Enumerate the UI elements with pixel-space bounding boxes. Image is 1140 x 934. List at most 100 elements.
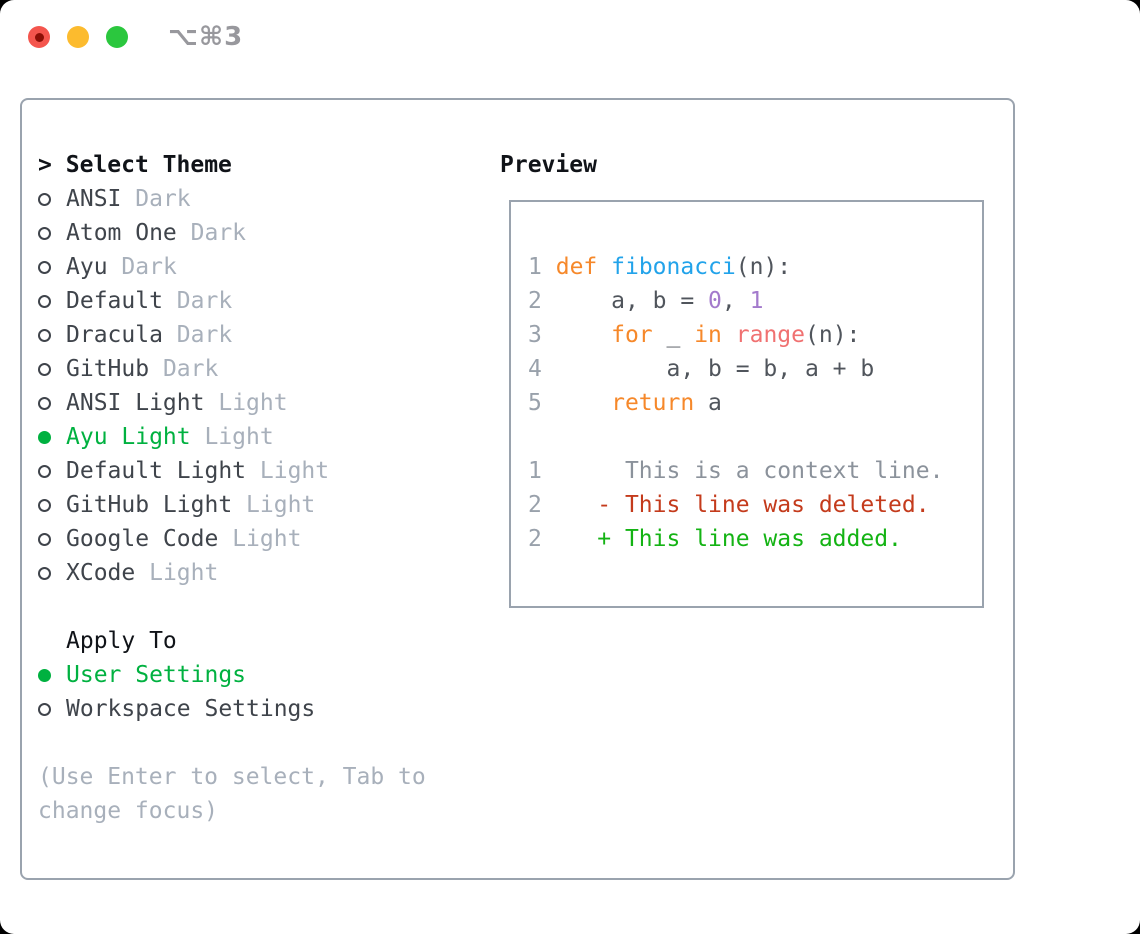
preview-line-5: 5 return a	[528, 386, 982, 420]
theme-name: Google Code	[66, 526, 219, 552]
theme-item-default[interactable]: Default Dark	[38, 284, 488, 318]
code-token	[556, 390, 611, 416]
apply-option-user-settings[interactable]: User Settings	[38, 658, 488, 692]
apply-to-heading: Apply To	[38, 624, 488, 658]
window-title: ⌥⌘3	[168, 22, 244, 52]
theme-name: Ayu Light	[66, 424, 191, 450]
preview-line-1: 1 def fibonacci(n):	[528, 250, 982, 284]
preview-line-2: 2 a, b = 0, 1	[528, 284, 982, 318]
preview-line-9: 2 + This line was added.	[528, 522, 982, 556]
code-token: _	[652, 322, 695, 348]
theme-name: Atom One	[66, 220, 177, 246]
theme-variant-tag: Light	[204, 424, 274, 450]
code-token: (n):	[735, 254, 792, 280]
code-token: + This line was added.	[597, 526, 902, 552]
select-theme-heading: > Select Theme	[38, 148, 488, 182]
theme-name: GitHub	[66, 356, 150, 382]
radio-icon	[38, 499, 51, 512]
theme-variant-tag: Light	[259, 458, 330, 484]
theme-variant-tag: Dark	[190, 220, 247, 246]
theme-item-ayu[interactable]: Ayu Dark	[38, 250, 488, 284]
theme-name: ANSI Light	[66, 390, 205, 416]
theme-name: GitHub Light	[66, 492, 233, 518]
theme-item-atom-one[interactable]: Atom One Dark	[38, 216, 488, 250]
code-token: (n):	[805, 322, 861, 348]
theme-variant-tag: Light	[149, 560, 219, 586]
code-token	[556, 492, 598, 518]
radio-icon	[38, 295, 51, 308]
close-dot-icon	[34, 32, 44, 42]
code-token: 1	[749, 288, 764, 314]
line-number: 1	[528, 254, 542, 280]
radio-icon	[38, 261, 51, 274]
theme-item-github-light[interactable]: GitHub Light Light	[38, 488, 488, 522]
theme-variant-tag: Dark	[176, 322, 233, 348]
code-token: a, b = b, a + b	[555, 356, 875, 382]
code-token: def	[555, 254, 598, 280]
radio-icon	[38, 329, 51, 342]
line-number: 2	[528, 288, 542, 314]
code-token: in	[694, 322, 722, 348]
theme-item-xcode[interactable]: XCode Light	[38, 556, 488, 590]
code-token: a	[694, 390, 722, 416]
theme-name: Default	[66, 288, 163, 314]
theme-item-ansi-light[interactable]: ANSI Light Light	[38, 386, 488, 420]
titlebar	[28, 26, 128, 48]
theme-item-google-code[interactable]: Google Code Light	[38, 522, 488, 556]
theme-item-dracula[interactable]: Dracula Dark	[38, 318, 488, 352]
line-number: 2	[528, 526, 542, 552]
theme-name: XCode	[66, 560, 136, 586]
spacer	[38, 726, 488, 760]
preview-line-8: 2 - This line was deleted.	[528, 488, 982, 522]
code-token	[556, 526, 598, 552]
line-number: 1	[528, 458, 542, 484]
code-token: return	[611, 390, 695, 416]
theme-item-default-light[interactable]: Default Light Light	[38, 454, 488, 488]
code-token: This is a context line.	[555, 458, 944, 484]
code-token: - This line was deleted.	[597, 492, 930, 518]
theme-name: ANSI	[66, 186, 122, 212]
spacer	[38, 590, 488, 624]
line-number: 3	[528, 322, 542, 348]
theme-variant-tag: Light	[232, 526, 302, 552]
theme-name: Default Light	[66, 458, 247, 484]
radio-icon	[38, 193, 51, 206]
radio-icon	[38, 397, 51, 410]
preview-title: Preview	[500, 152, 597, 178]
theme-name: Ayu	[66, 254, 108, 280]
radio-icon	[38, 465, 51, 478]
close-button[interactable]	[28, 26, 50, 48]
theme-variant-tag: Dark	[121, 254, 177, 280]
preview-line-6	[528, 420, 982, 454]
preview-line-4: 4 a, b = b, a + b	[528, 352, 982, 386]
radio-icon	[38, 703, 51, 716]
theme-item-github[interactable]: GitHub Dark	[38, 352, 488, 386]
theme-item-ayu-light[interactable]: Ayu Light Light	[38, 420, 488, 454]
minimize-button[interactable]	[67, 26, 89, 48]
theme-item-ansi[interactable]: ANSI Dark	[38, 182, 488, 216]
theme-variant-tag: Light	[246, 492, 316, 518]
radio-icon	[38, 227, 51, 240]
apply-to-label: Apply To	[66, 628, 177, 654]
code-token	[556, 322, 611, 348]
radio-selected-icon	[38, 669, 51, 682]
radio-icon	[38, 363, 51, 376]
help-hint: (Use Enter to select, Tab to change focu…	[38, 764, 426, 824]
theme-variant-tag: Dark	[176, 288, 233, 314]
apply-option-label: User Settings	[66, 662, 247, 688]
code-token	[722, 322, 736, 348]
apply-option-workspace-settings[interactable]: Workspace Settings	[38, 692, 488, 726]
zoom-button[interactable]	[106, 26, 128, 48]
line-number: 2	[528, 492, 542, 518]
code-token	[597, 254, 611, 280]
code-token: a, b =	[555, 288, 709, 314]
select-theme-label: Select Theme	[65, 152, 232, 178]
theme-name: Dracula	[66, 322, 163, 348]
prompt-icon: >	[38, 152, 52, 178]
theme-variant-tag: Dark	[162, 356, 219, 382]
